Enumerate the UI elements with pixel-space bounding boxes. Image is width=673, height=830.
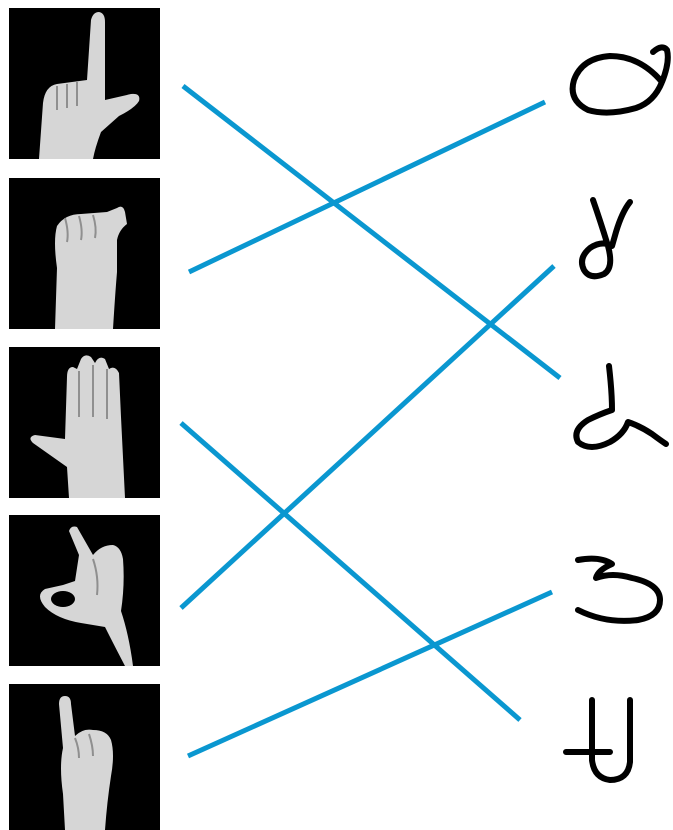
hand-sign-index-finger-up-icon	[59, 696, 113, 830]
hand-sign-open-palm-thumb-out-icon	[30, 355, 125, 498]
connector-sign-3-to-letter-5	[179, 421, 522, 722]
script-letter-5-icon	[563, 697, 633, 783]
connector-sign-1-to-letter-3	[181, 84, 562, 380]
connector-sign-2-to-letter-1	[187, 99, 547, 275]
script-letter-3-icon	[573, 363, 669, 450]
connector-lines	[179, 84, 562, 759]
hand-sign-ok-circle-icon	[40, 526, 133, 666]
hand-sign-2[interactable]	[9, 178, 160, 329]
hand-sign-fist-thumb-up-icon	[55, 206, 127, 329]
script-letter-2-icon	[579, 197, 633, 280]
hand-sign-l-shape-icon	[39, 12, 140, 159]
hand-sign-5[interactable]	[9, 684, 160, 830]
script-letter-4-icon	[575, 555, 663, 624]
letter-4[interactable]	[575, 555, 663, 624]
letter-1[interactable]	[569, 44, 671, 116]
letter-2[interactable]	[579, 197, 633, 280]
hand-sign-1[interactable]	[9, 8, 160, 159]
connector-sign-5-to-letter-4	[186, 589, 554, 759]
script-letter-1-icon	[569, 44, 671, 116]
letter-3[interactable]	[573, 363, 669, 450]
letter-5[interactable]	[563, 697, 633, 783]
connector-sign-4-to-letter-2	[179, 264, 556, 610]
hand-sign-4[interactable]	[9, 515, 160, 666]
hand-sign-3[interactable]	[9, 347, 160, 498]
